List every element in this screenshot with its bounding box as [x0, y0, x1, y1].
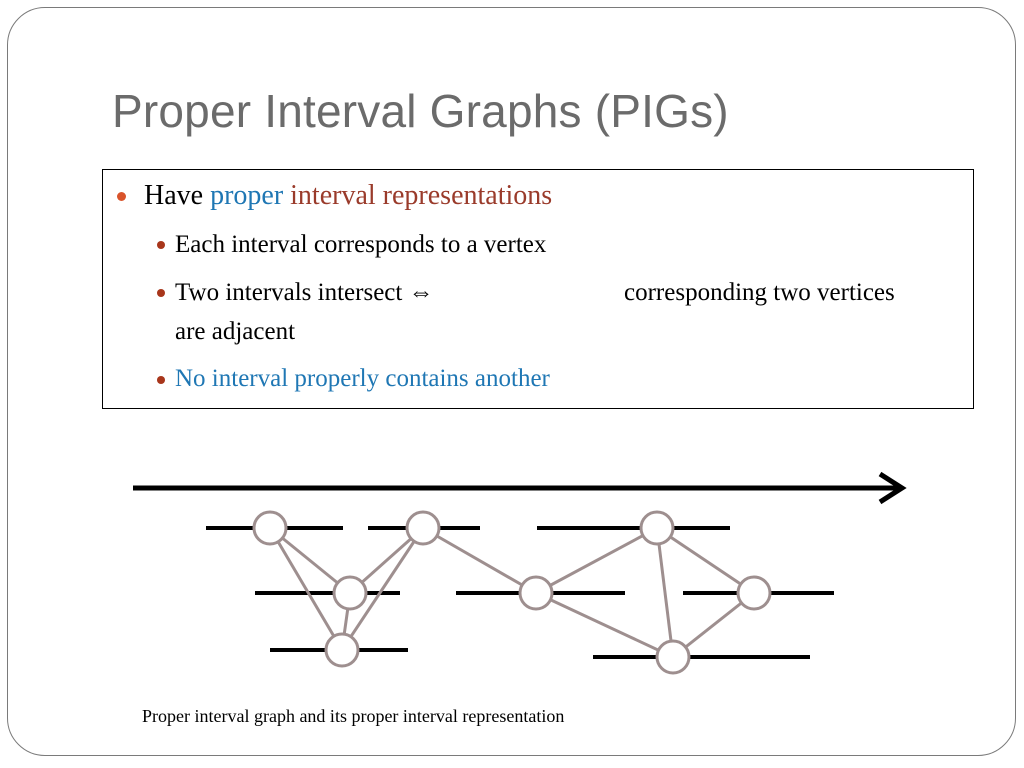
bullet-dot-sub1	[157, 241, 165, 249]
bullet-main-prefix: Have	[144, 180, 211, 211]
bullet-main-rest: interval representations	[290, 180, 553, 211]
vertex-e	[518, 575, 554, 611]
edge-e-h	[535, 591, 674, 659]
edge-e-c	[535, 526, 658, 595]
vertex-g	[324, 632, 360, 668]
edge-c-h	[655, 527, 675, 658]
edge-a-g	[268, 527, 344, 651]
edges	[268, 526, 755, 659]
bullet-dot-sub3	[157, 376, 165, 384]
bullet-main-proper: proper	[210, 180, 284, 211]
edge-b-e	[422, 526, 537, 595]
edge-b-g	[340, 527, 425, 651]
edge-c-f	[656, 526, 755, 595]
bullet-dot-main	[117, 192, 126, 201]
bullet-sub2-part3: are adjacent	[175, 318, 296, 345]
bullet-sub3: No interval properly contains another	[175, 365, 550, 392]
bullet-dot-sub2	[157, 289, 165, 297]
vertex-b	[405, 510, 441, 546]
axis-arrowhead-icon	[878, 471, 907, 505]
vertex-h	[655, 639, 691, 675]
slide-title: Proper Interval Graphs (PIGs)	[112, 85, 729, 137]
bullet-main: Have proper interval representations	[144, 180, 552, 212]
bullet-sub2-part2: corresponding two vertices	[624, 279, 895, 306]
vertex-a	[252, 510, 288, 546]
vertex-d	[332, 575, 368, 611]
bullet-sub2-part1: Two intervals intersect ⇔	[175, 279, 434, 306]
figure-caption: Proper interval graph and its proper int…	[142, 706, 565, 726]
bullet-sub1: Each interval corresponds to a vertex	[175, 231, 547, 258]
vertices	[252, 510, 772, 675]
bullet-box	[102, 169, 974, 409]
vertex-c	[639, 510, 675, 546]
vertex-f	[736, 575, 772, 611]
